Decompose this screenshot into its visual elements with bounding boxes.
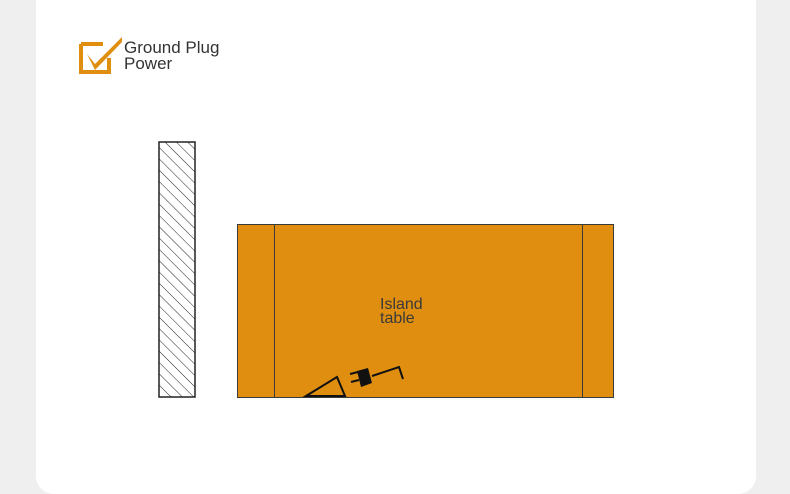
legend-line-power: Power (124, 54, 173, 73)
triangle-marker-icon (302, 375, 347, 397)
island-label-line1: Island (380, 296, 423, 313)
legend: Ground Plug Power (78, 34, 278, 78)
checkbox-check-icon (79, 37, 122, 74)
island-table-label: Island table (380, 296, 423, 327)
power-plug-icon (349, 365, 404, 387)
island-label-line2: table (380, 310, 415, 327)
legend-line-ground-plug: Ground Plug (124, 38, 220, 57)
hatched-wall (158, 141, 196, 398)
legend-label: Ground Plug Power (124, 38, 220, 73)
island-table (237, 224, 614, 398)
